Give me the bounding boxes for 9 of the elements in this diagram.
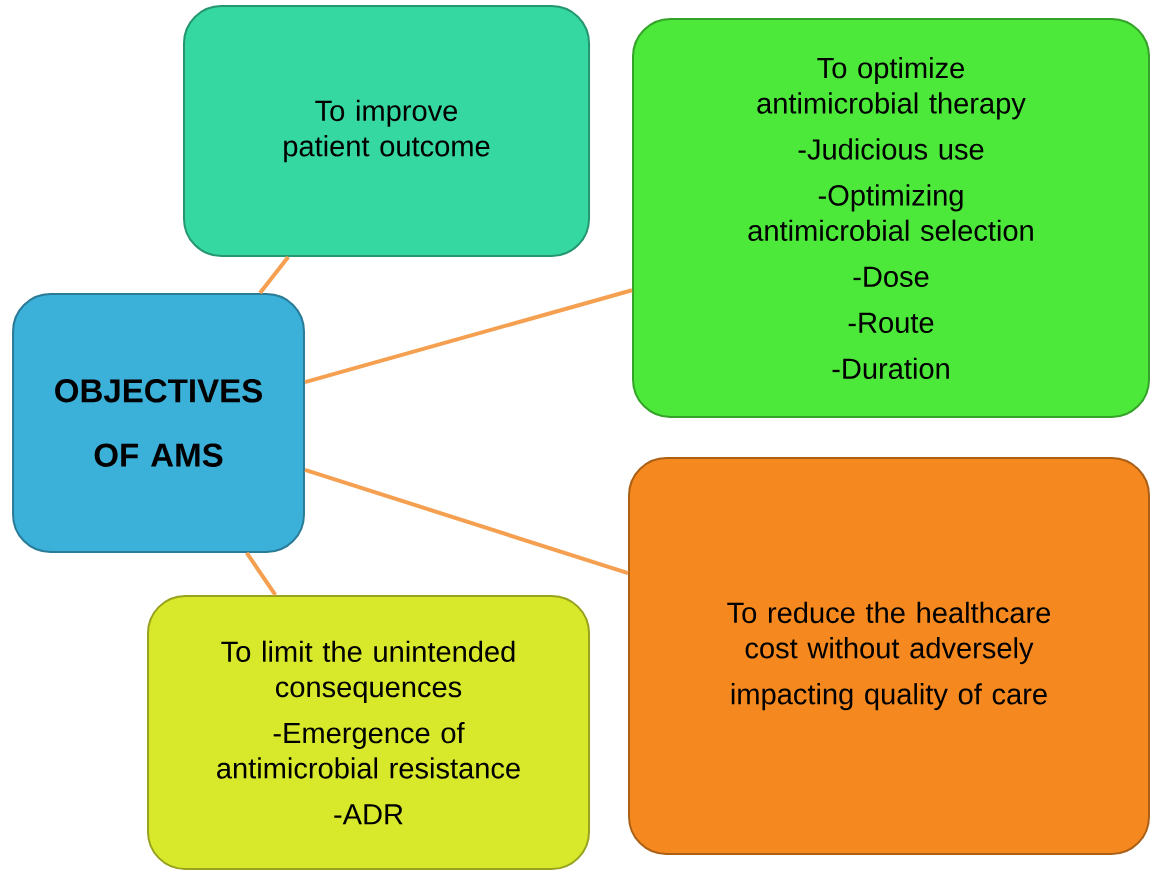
connector-line bbox=[245, 551, 277, 597]
objective-box: To limit the unintended consequences -Emergence of antimicrobial resistance -ADR bbox=[147, 594, 591, 871]
title-box: OBJECTIVES OF AMS bbox=[12, 293, 305, 553]
objective-box: To optimize antimicrobial therapy -Judicious use -Optimizing antimicrobial selection -Dose -Route -Duration bbox=[632, 18, 1150, 418]
objective-box: To reduce the healthcare cost without adversely impacting quality of care bbox=[628, 457, 1150, 855]
connector-line bbox=[258, 255, 290, 295]
connector-line bbox=[304, 467, 629, 576]
connector-line bbox=[304, 288, 633, 384]
objective-box: To improve patient outcome bbox=[182, 5, 591, 257]
